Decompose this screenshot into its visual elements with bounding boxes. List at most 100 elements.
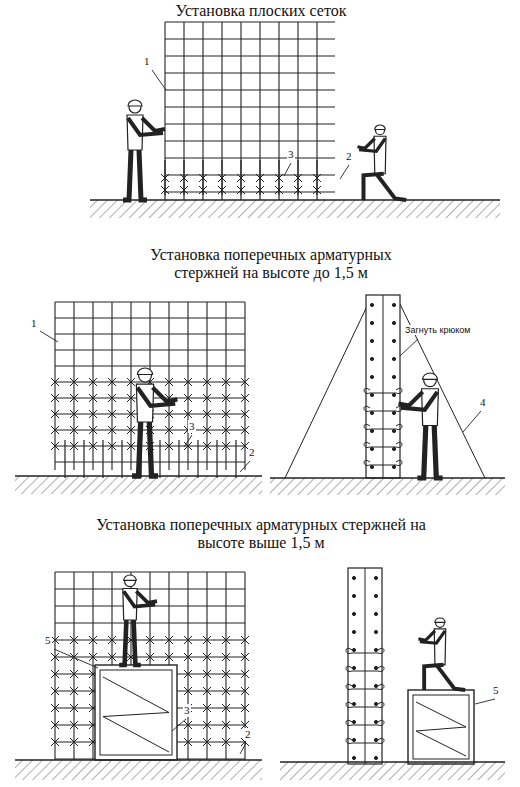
stroke xyxy=(70,670,78,678)
stroke xyxy=(183,160,184,200)
stroke xyxy=(165,410,173,418)
stroke xyxy=(70,704,78,712)
stroke xyxy=(108,442,116,450)
stroke xyxy=(398,300,485,478)
stroke xyxy=(241,653,249,661)
stroke xyxy=(203,378,211,386)
stroke xyxy=(51,442,59,450)
note-label: Загнуть крюком xyxy=(404,325,471,335)
stroke xyxy=(256,174,264,182)
stroke xyxy=(184,653,192,661)
stroke xyxy=(222,704,230,712)
stroke xyxy=(241,653,249,661)
stroke xyxy=(203,704,211,712)
stroke xyxy=(51,394,59,402)
stroke xyxy=(203,687,211,695)
stroke xyxy=(55,622,245,623)
stroke xyxy=(51,410,59,418)
callout-number: 2 xyxy=(248,446,256,459)
stroke xyxy=(51,394,59,402)
stroke xyxy=(127,410,135,418)
column-cage xyxy=(366,295,400,478)
drawing xyxy=(15,22,505,780)
stroke xyxy=(70,378,78,386)
stroke xyxy=(216,440,217,478)
stroke xyxy=(165,191,335,192)
stroke xyxy=(51,704,59,712)
stroke xyxy=(127,410,135,418)
stroke xyxy=(121,440,122,478)
stroke xyxy=(165,410,173,418)
stroke xyxy=(70,636,78,644)
stroke xyxy=(180,186,188,194)
stroke xyxy=(275,186,283,194)
stroke xyxy=(165,378,173,386)
stroke xyxy=(270,477,505,478)
stroke xyxy=(222,442,230,450)
stroke xyxy=(203,442,211,450)
stroke xyxy=(161,174,169,182)
hooked-bar xyxy=(364,388,402,393)
ground-hatch xyxy=(15,476,262,494)
stroke xyxy=(108,442,116,450)
stroke xyxy=(70,721,78,729)
worker xyxy=(399,373,443,478)
stroke xyxy=(313,174,321,182)
stroke xyxy=(89,410,97,418)
stroke xyxy=(184,394,192,402)
callout-number: 2 xyxy=(345,150,353,163)
stroke xyxy=(51,721,59,729)
stroke xyxy=(89,442,97,450)
stroke xyxy=(199,174,207,182)
section-title: Установка поперечных арматурных стержней… xyxy=(80,516,442,553)
stroke xyxy=(55,333,245,334)
worker xyxy=(358,125,407,200)
callout-number: 1 xyxy=(143,55,151,68)
stroke xyxy=(165,378,173,386)
callout-number: 3 xyxy=(183,704,191,717)
ground-hatch xyxy=(15,760,262,780)
stroke xyxy=(51,653,59,661)
stroke xyxy=(83,440,84,478)
stroke xyxy=(127,394,135,402)
stroke xyxy=(222,426,230,434)
stroke xyxy=(203,394,211,402)
stroke xyxy=(89,378,97,386)
stroke xyxy=(51,738,59,746)
stroke xyxy=(51,721,59,729)
section-title: Установка плоских сеток xyxy=(110,2,412,20)
stroke xyxy=(184,410,192,418)
stroke xyxy=(184,636,192,644)
stroke xyxy=(54,302,55,470)
stroke xyxy=(203,378,211,386)
stroke xyxy=(146,636,154,644)
stroke xyxy=(89,394,97,402)
callout-number: 1 xyxy=(30,317,38,330)
stroke xyxy=(235,440,236,478)
stroke xyxy=(340,165,349,179)
stroke xyxy=(70,426,78,434)
stroke xyxy=(108,378,116,386)
stroke xyxy=(184,378,192,386)
stroke xyxy=(202,160,203,200)
stroke xyxy=(203,670,211,678)
stroke xyxy=(222,394,230,402)
scaffold-brace xyxy=(416,702,466,756)
stroke xyxy=(222,687,230,695)
stroke xyxy=(70,410,78,418)
stroke xyxy=(165,157,335,158)
stroke xyxy=(55,588,245,589)
callout-number: 5 xyxy=(44,634,52,647)
stroke xyxy=(165,174,335,175)
stroke xyxy=(400,339,418,356)
stroke xyxy=(70,653,78,661)
stroke xyxy=(237,186,245,194)
section-title: Установка поперечных арматурных стержней… xyxy=(130,246,412,283)
stroke xyxy=(55,365,245,366)
stroke xyxy=(256,186,264,194)
stroke xyxy=(51,442,59,450)
stroke xyxy=(180,186,188,194)
stroke xyxy=(70,687,78,695)
stroke xyxy=(294,174,302,182)
